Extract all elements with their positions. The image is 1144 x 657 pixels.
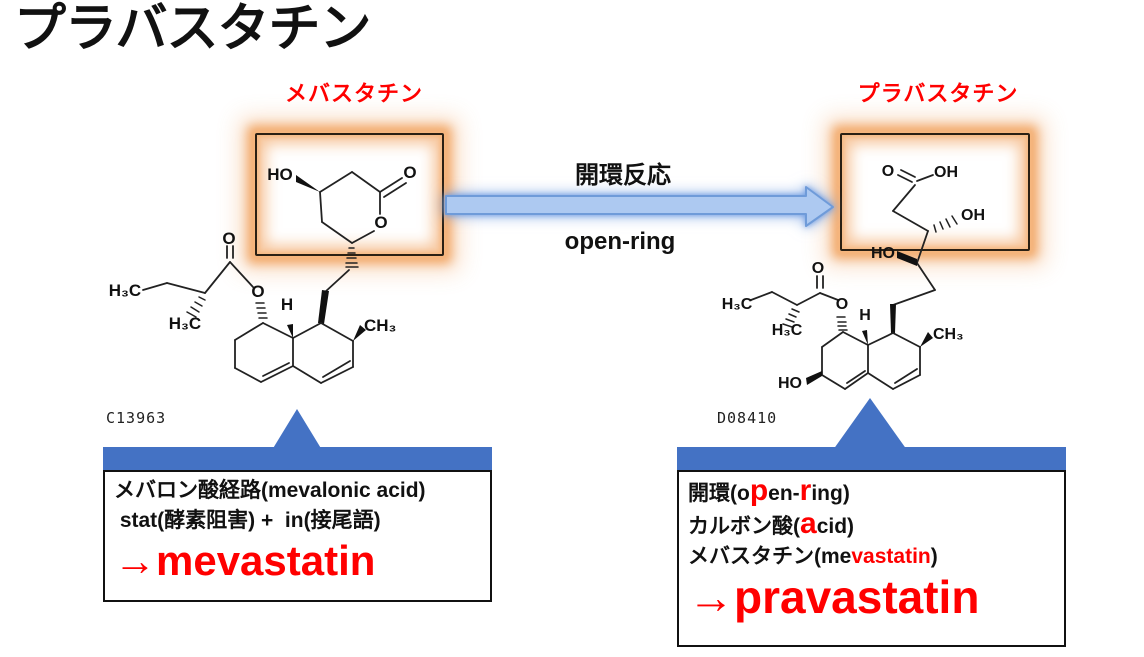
ring-h-label: H (281, 295, 293, 314)
h-wedge (287, 324, 293, 338)
pravastatin-structure-drawing: O OH OH HO O O H H₃C H₃C CH₃ HO (722, 163, 985, 392)
right-callout-bar (677, 447, 1066, 470)
hydroxyl-label: HO (267, 165, 293, 184)
ch3-wedge (353, 325, 366, 341)
pravastatin-note-box: 開環(open-ring) カルボン酸(acid) メバスタチン(mevasta… (677, 470, 1066, 647)
chain-bold-wedge (890, 304, 896, 333)
pravastatin-note-line3: メバスタチン(mevastatin) (688, 544, 938, 568)
mevastatin-label: メバスタチン (284, 81, 423, 106)
right-callout-pointer-icon (833, 398, 907, 450)
ester-carbonyl-o-label: O (812, 260, 824, 277)
lactone-highlight-box (255, 133, 444, 256)
chain-oh-label: OH (961, 207, 985, 224)
mevastatin-note-result: →mevastatin (114, 536, 376, 584)
chain-hash-wedge (345, 247, 359, 268)
decalin-bonds (234, 322, 354, 384)
carboxyl-o-label: O (882, 163, 894, 180)
methyl-hash-wedge (782, 308, 800, 328)
ring-h-label: H (859, 307, 871, 324)
ring-o-label: O (374, 213, 387, 232)
chain-ho-wedge (897, 251, 917, 266)
ring-ho-label: HO (778, 375, 802, 392)
mevastatin-note-line1: メバロン酸経路(mevalonic acid) (114, 479, 426, 502)
ho-wedge (296, 175, 320, 192)
mevastatin-note-box: メバロン酸経路(mevalonic acid) stat(酵素阻害) + in(… (103, 470, 492, 602)
pravastatin-note-result: →pravastatin (688, 571, 980, 624)
ester-o-hash (255, 302, 268, 319)
chain-oh-hash (933, 215, 958, 233)
ester-chain-bonds (750, 275, 839, 306)
lactone-carbonyl-o-label: O (403, 163, 416, 182)
methyl-hash-wedge (186, 296, 206, 318)
left-callout-pointer-icon (272, 409, 322, 450)
ester-chain-bonds (142, 245, 254, 294)
mevastatin-note-line2: stat(酵素阻害) + in(接尾語) (114, 508, 381, 532)
ester-o-label: O (251, 282, 264, 301)
methyl-bottom-label: H₃C (772, 322, 803, 339)
ring-methyl-label: CH₃ (933, 326, 964, 343)
h-wedge (862, 330, 868, 345)
reaction-label-en: open-ring (564, 228, 676, 255)
ester-o-hash (836, 316, 848, 331)
openring-highlight-box (840, 133, 1030, 251)
lactone-ring-bonds (319, 171, 407, 244)
mevastatin-code: C13963 (106, 409, 167, 427)
ring-methyl-label: CH₃ (364, 316, 396, 335)
chain-bold-wedge (318, 290, 329, 324)
page-title: プラバスタチン (14, 0, 371, 58)
pravastatin-code: D08410 (717, 409, 778, 427)
pravastatin-note-line2: カルボン酸(acid) (688, 506, 855, 540)
decalin-bonds (821, 331, 921, 390)
carboxyl-oh-label: OH (934, 164, 958, 181)
pravastatin-note-line1: 開環(open-ring) (688, 474, 850, 507)
mevastatin-structure-drawing: HO O O O O H H₃C H₃C CH₃ (109, 163, 417, 384)
methyl-top-label: H₃C (722, 296, 753, 313)
reaction-label-jp: 開環反応 (575, 162, 671, 189)
pravastatin-label: プラバスタチン (857, 81, 1019, 106)
reaction-arrow-icon (440, 182, 850, 230)
carboxyl-bonds (892, 169, 936, 306)
ch3-wedge (920, 332, 933, 347)
ring-ho-wedge (806, 371, 822, 385)
chain-ho-label: HO (871, 245, 895, 262)
methyl-top-label: H₃C (109, 281, 141, 300)
ester-carbonyl-o-label: O (222, 229, 235, 248)
methyl-bottom-label: H₃C (169, 314, 201, 333)
left-callout-bar (103, 447, 492, 470)
ester-o-label: O (836, 296, 848, 313)
